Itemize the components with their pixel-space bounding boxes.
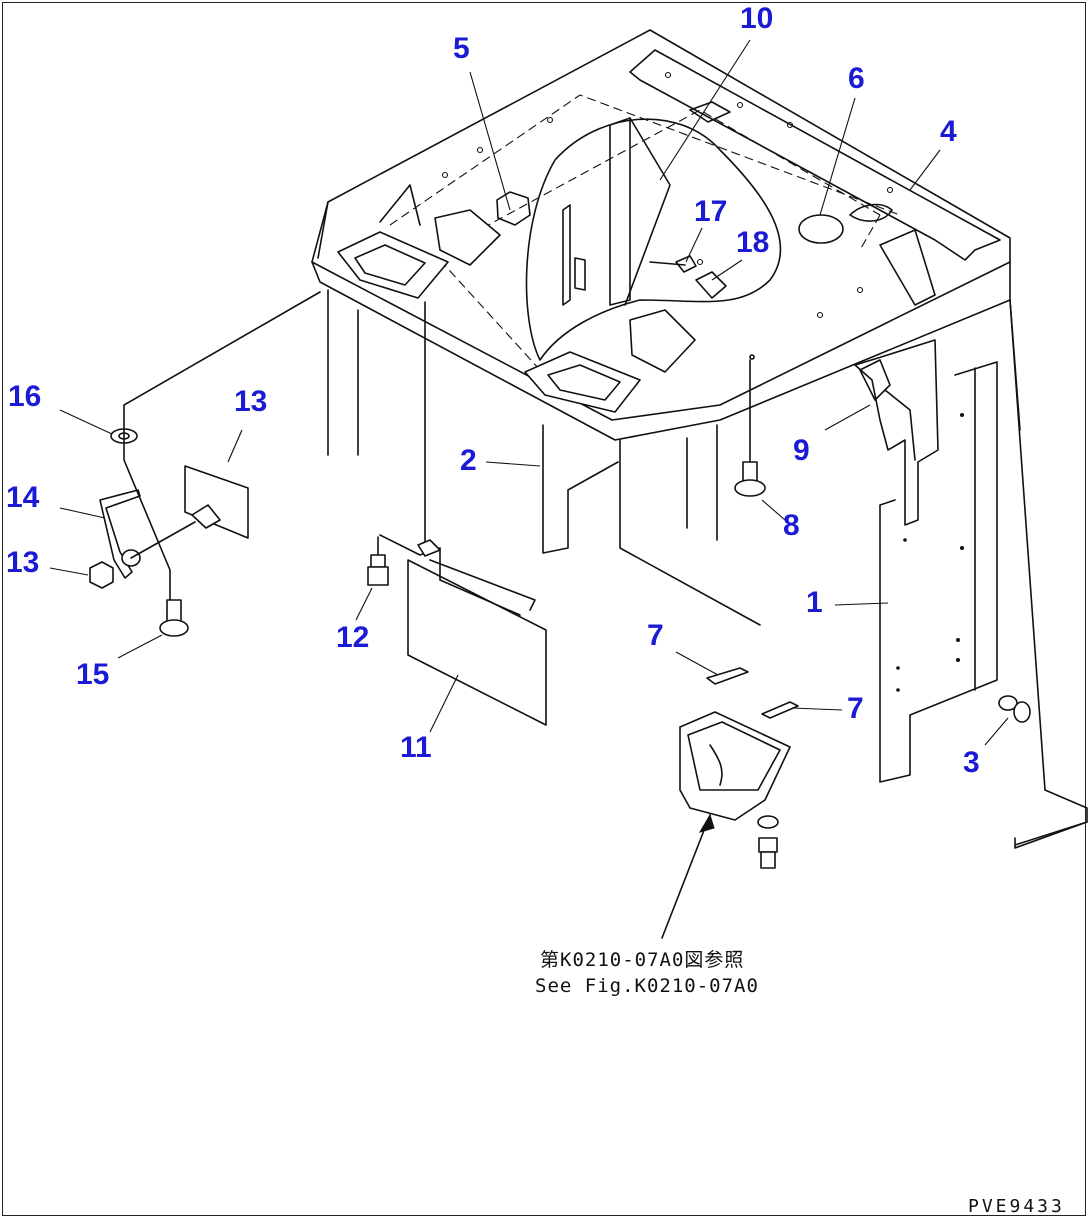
part-label-18: 18 [736, 226, 769, 259]
part-label-11: 11 [400, 731, 432, 764]
part-label-15: 15 [76, 658, 109, 691]
part-label-5: 5 [453, 32, 470, 65]
part-label-8: 8 [783, 509, 800, 542]
part-label-13b: 13 [6, 546, 39, 579]
leader-lines [49, 39, 1009, 939]
hardware [89, 255, 1031, 869]
part-label-7b: 7 [847, 692, 864, 725]
drawing-code: PVE9433 [968, 1196, 1065, 1217]
part-label-12: 12 [336, 621, 369, 654]
part-label-4: 4 [940, 115, 957, 148]
reference-note-en: See Fig.K0210-07A0 [535, 975, 759, 997]
part-label-10: 10 [740, 2, 773, 35]
cab-roof [311, 29, 1011, 441]
part-label-2: 2 [460, 444, 477, 477]
cab-frame-pillars [327, 289, 1088, 849]
part-label-17: 17 [694, 195, 727, 228]
part-label-13a: 13 [234, 385, 267, 418]
part-label-1: 1 [806, 586, 823, 619]
part-label-14: 14 [6, 481, 40, 514]
part-label-9: 9 [793, 434, 810, 467]
part-label-16: 16 [8, 380, 41, 413]
part-label-6: 6 [848, 62, 865, 95]
part-label-3: 3 [963, 746, 980, 779]
part-label-7a: 7 [647, 619, 664, 652]
part-number-labels: 1 2 3 4 5 6 7 7 8 9 10 11 12 13 13 14 15… [6, 2, 980, 779]
reference-note-ja: 第K0210-07A0図参照 [540, 949, 744, 971]
